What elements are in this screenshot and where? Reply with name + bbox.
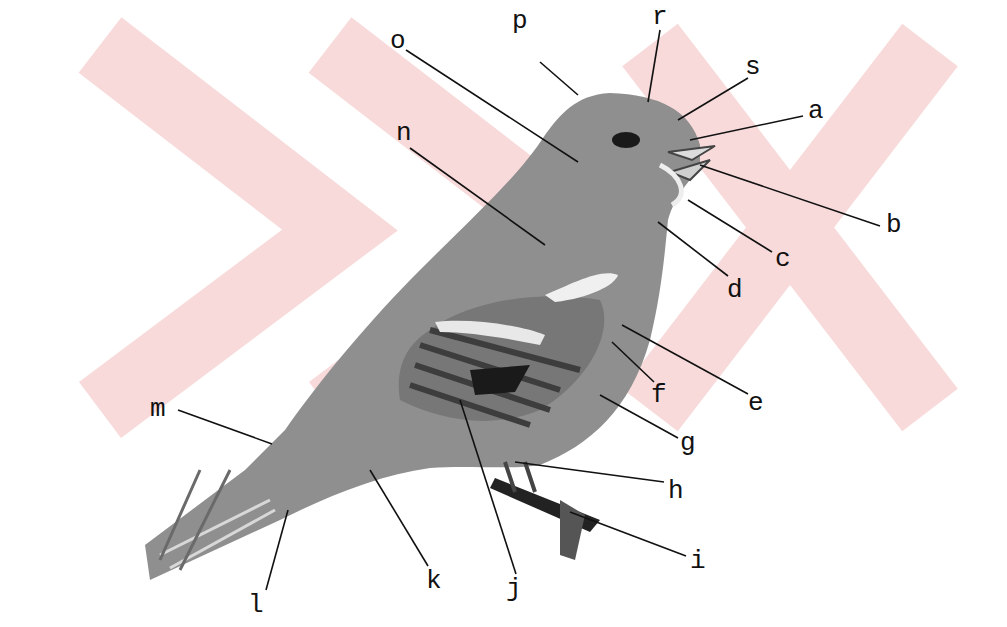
part-letter: h (668, 478, 684, 504)
part-letter: n (396, 120, 412, 146)
part-letter: g (680, 430, 696, 456)
part-letter: k (426, 568, 442, 594)
branch (490, 478, 600, 560)
part-letter: d (727, 277, 743, 303)
part-letter: s (745, 54, 761, 80)
leader-lines (178, 30, 880, 590)
bird (145, 93, 715, 580)
part-letter: l (248, 592, 264, 618)
part-letter: f (651, 382, 667, 408)
part-letter: p (512, 8, 528, 34)
part-letter: b (886, 212, 902, 238)
part-letter: a (808, 98, 824, 124)
part-letter: r (652, 4, 668, 30)
part-letter: e (748, 390, 764, 416)
part-letter: c (775, 246, 791, 272)
part-letter: m (150, 396, 166, 422)
part-letter: o (390, 28, 406, 54)
part-letter: j (506, 576, 522, 602)
part-letter: i (690, 548, 706, 574)
